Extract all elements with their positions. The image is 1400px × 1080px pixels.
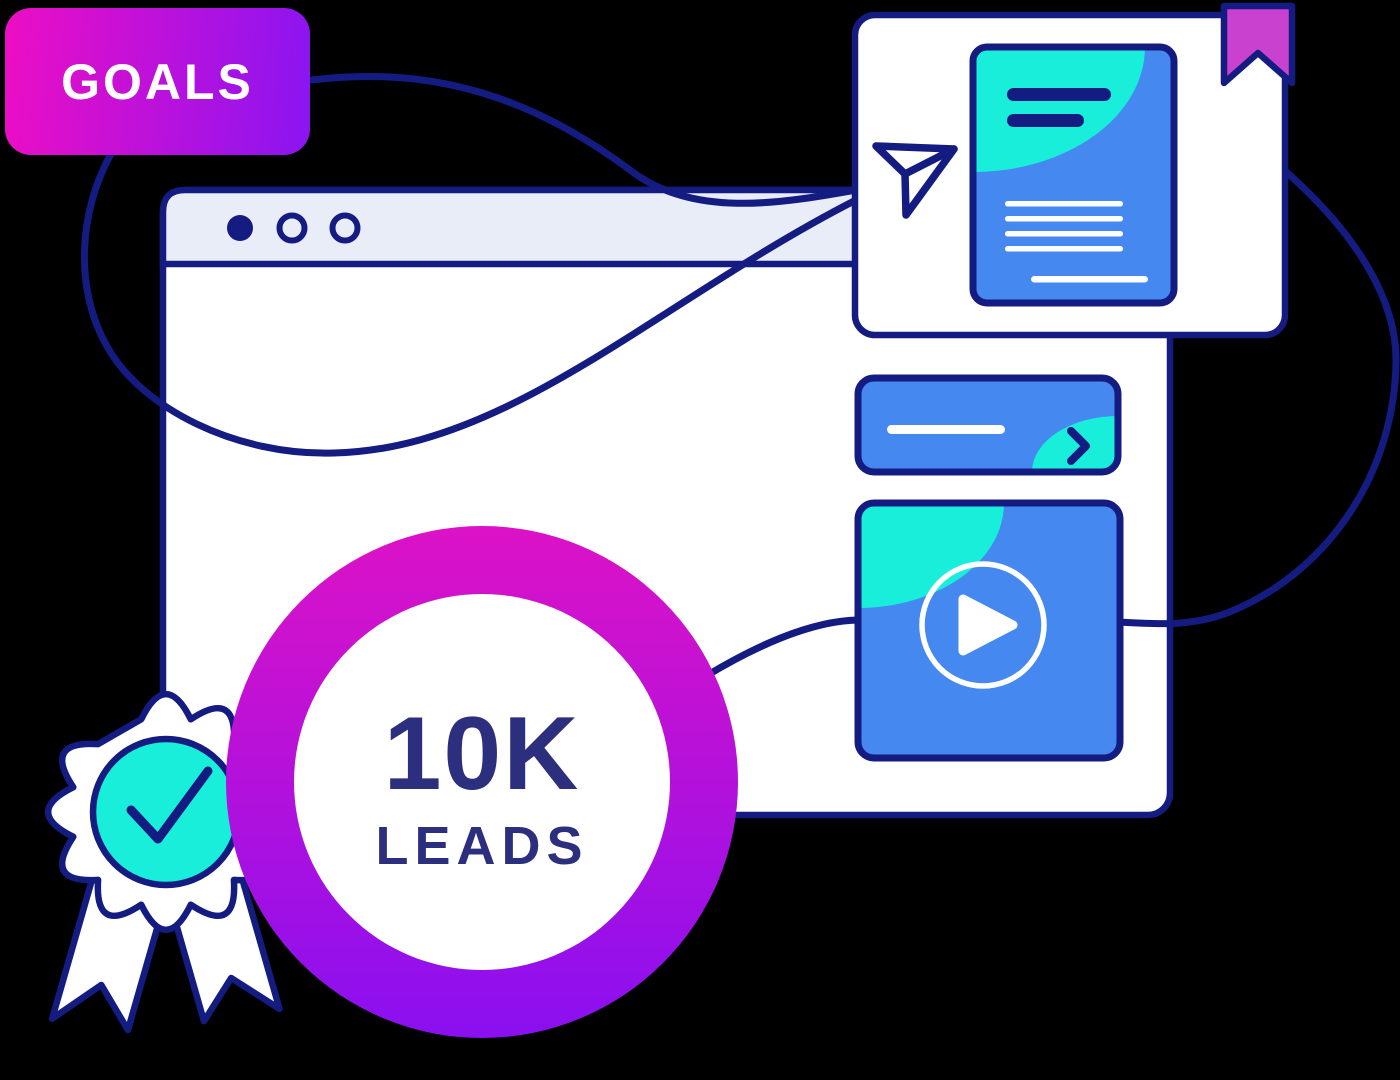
article-card [851,2,1296,339]
cta-border [854,374,1122,476]
article-page-border [969,43,1178,307]
award-medal [89,735,243,889]
window-dot-2[interactable] [276,212,308,244]
metric-ring-inner [294,594,670,970]
cta-accent-corner [1032,416,1118,472]
play-button-ring [919,561,1047,689]
curve-circle-to-video [702,616,862,680]
paper-plane-icon [872,142,958,219]
article-heading-bar-2 [1007,114,1084,127]
check-icon [126,766,213,844]
video-card[interactable] [712,398,1124,762]
curve-right-loop [1113,166,1400,628]
cta-card[interactable] [854,374,1204,528]
cta-text-line [887,425,1005,434]
article-text-lines [1005,201,1148,283]
curve-goals-top [308,72,860,207]
article-heading-bar-1 [1007,88,1111,101]
article-accent-corner [973,47,1145,172]
window-dot-1[interactable] [227,215,253,241]
video-border [854,499,1124,762]
curve-goals-to-card [80,148,860,457]
metric-ring [226,526,738,1038]
award-badge [44,690,288,1034]
metric-value: 10K [383,696,581,812]
goals-badge: GOALS [5,8,310,155]
metric-label: LEADS [375,816,589,876]
window-dot-3[interactable] [329,212,361,244]
goals-badge-label: GOALS [61,53,254,110]
video-accent-corner [858,503,1004,608]
article-page [969,43,1178,307]
bookmark-icon[interactable] [1220,2,1296,87]
play-icon[interactable] [958,594,1018,656]
chevron-right-icon[interactable] [1067,427,1090,465]
connector-curves [80,72,1400,680]
